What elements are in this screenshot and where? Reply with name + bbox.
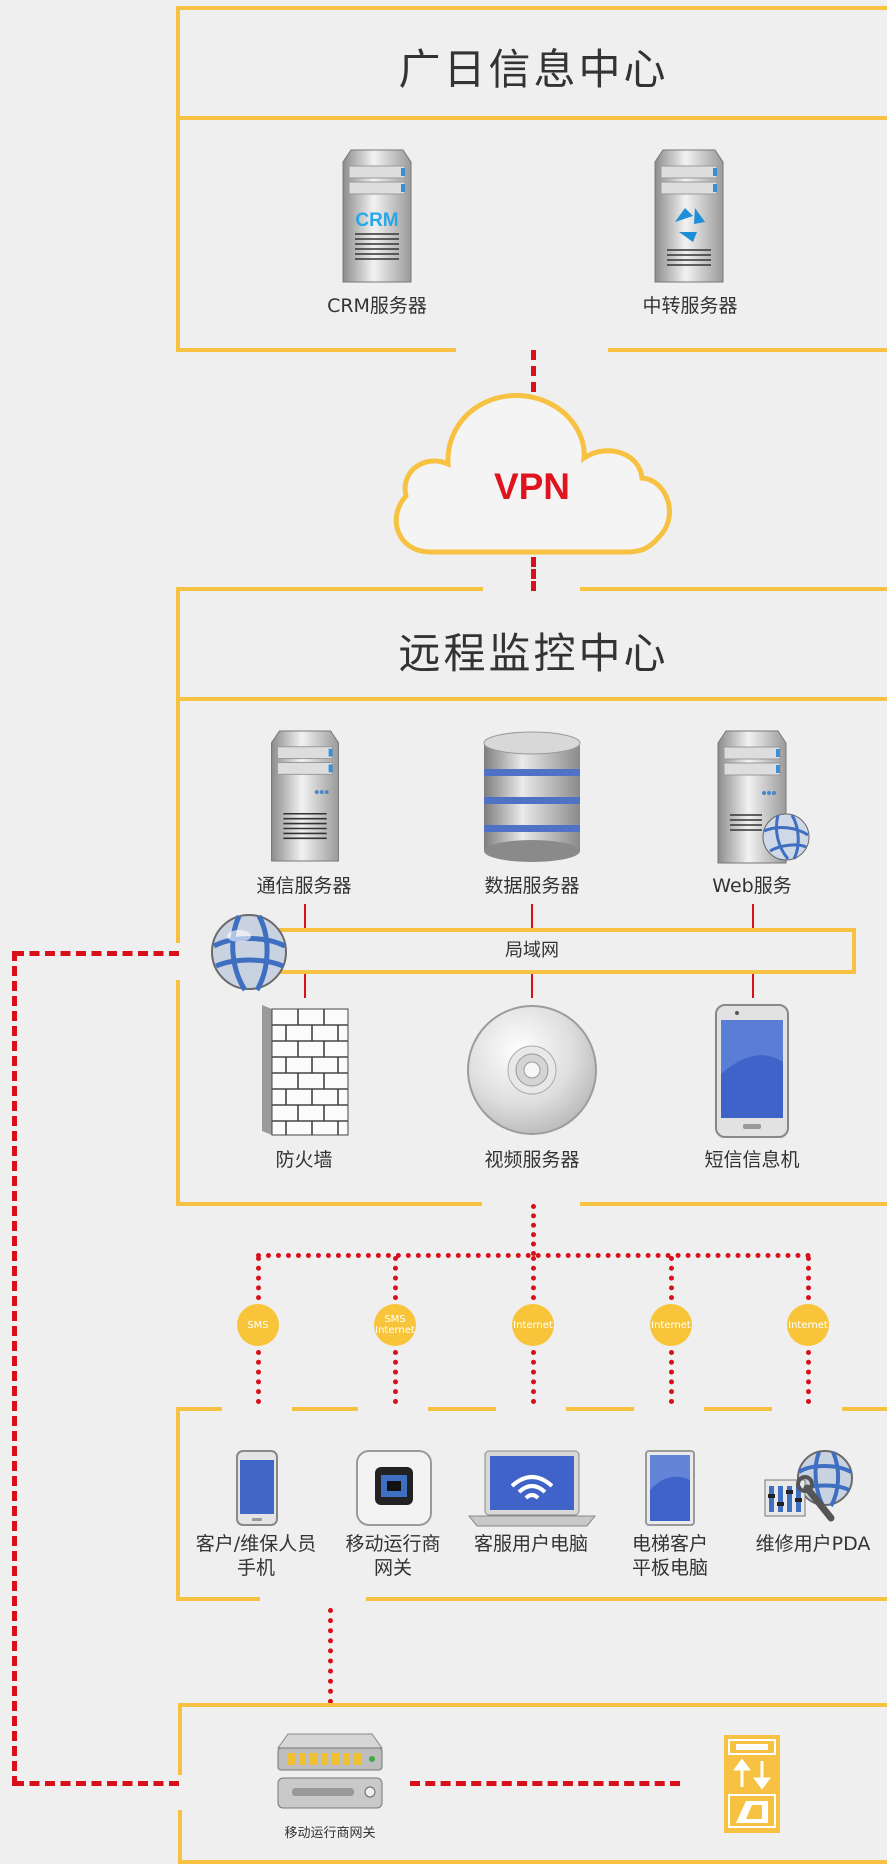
firewall-label: 防火墙 [275, 1149, 333, 1171]
guangri-box-bottom-left [176, 348, 456, 352]
crm-server-icon: CRM [342, 149, 412, 283]
relay-server-label: 中转服务器 [642, 295, 738, 317]
channel-badge-internet-2: Internet [650, 1304, 692, 1346]
remote-title-top-right [580, 587, 887, 591]
data-lan-link [531, 904, 533, 928]
bottom-box-bottom [178, 1860, 887, 1864]
remote-title-divider [176, 697, 887, 701]
lan-firewall-link [304, 974, 306, 998]
clients-box-top-3 [428, 1407, 496, 1411]
remote-box-bottom-left [176, 1202, 482, 1206]
relay-server-icon [654, 149, 724, 283]
left-loop-link [12, 951, 17, 1786]
clients-box-top-1 [176, 1407, 222, 1411]
lan-label: 局域网 [505, 940, 559, 961]
bottom-box-left-lower [178, 1810, 182, 1864]
sms-machine-phone-icon [715, 1004, 789, 1138]
lan-left-link [14, 951, 179, 956]
gateway-hardware-icon [277, 1733, 383, 1809]
channel-1-upper [256, 1256, 261, 1310]
lan-sms-link [752, 974, 754, 998]
channel-badge-sms: SMS [237, 1304, 279, 1346]
remote-box-bottom-right [580, 1202, 887, 1206]
clients-box-top-5 [704, 1407, 772, 1411]
remote-title-left-edge [176, 587, 180, 701]
pda-label: 维修用户PDA [755, 1533, 871, 1555]
channel-badge-internet-1: Internet [512, 1304, 554, 1346]
guangri-vpn-link [531, 350, 536, 392]
gateway-elevator-link [410, 1781, 680, 1786]
bottom-box-left-upper [178, 1703, 182, 1775]
channel-1-lower [256, 1350, 261, 1404]
channel-4-upper [669, 1256, 674, 1310]
guangri-box-left-edge [176, 116, 180, 352]
clients-box-bottom-right [366, 1597, 887, 1601]
clients-box-top-2 [292, 1407, 358, 1411]
comm-server-icon [271, 730, 339, 862]
network-globe-icon [211, 914, 287, 992]
channel-badge-internet-3: Internet [787, 1304, 829, 1346]
comm-lan-link [304, 904, 306, 928]
channel-5-lower [806, 1350, 811, 1404]
comm-server-label: 通信服务器 [256, 875, 352, 897]
firewall-icon [262, 1005, 349, 1136]
web-lan-link [752, 904, 754, 928]
remote-box-left-edge-lower [176, 980, 180, 1206]
gateway-down-link [328, 1608, 333, 1704]
client-phone-icon [236, 1450, 278, 1526]
gateway-label: 移动运行商网关 [345, 1533, 441, 1579]
crm-server-label: CRM服务器 [327, 295, 427, 317]
sms-machine-label: 短信信息机 [704, 1149, 800, 1171]
vpn-remote-link [531, 557, 536, 591]
tablet-icon [645, 1450, 695, 1526]
channel-5-upper [806, 1256, 811, 1310]
clients-box-top-6 [842, 1407, 887, 1411]
laptop-label: 客服用户电脑 [473, 1533, 588, 1555]
left-bottom-link [14, 1781, 179, 1786]
remote-box-left-edge-upper [176, 697, 180, 943]
channel-3-lower [531, 1350, 536, 1404]
laptop-wifi-icon [467, 1450, 597, 1527]
video-server-label: 视频服务器 [484, 1149, 580, 1171]
pda-tools-icon [764, 1450, 853, 1522]
vpn-label: VPN [493, 466, 571, 507]
elevator-panel-icon [724, 1735, 780, 1833]
gateway-port-icon [356, 1450, 432, 1526]
remote-center-title: 远程监控中心 [398, 629, 669, 678]
tablet-label: 电梯客户平板电脑 [631, 1533, 708, 1579]
channel-4-lower [669, 1350, 674, 1404]
guangri-center-title-box [176, 6, 887, 120]
channel-2-upper [393, 1256, 398, 1310]
vpn-cloud-icon [393, 393, 672, 555]
video-disc-icon [467, 1005, 597, 1135]
database-icon [483, 731, 581, 862]
remote-trunk-link [531, 1204, 536, 1256]
lan-video-link [531, 974, 533, 998]
clients-box-left-edge [176, 1407, 180, 1601]
client-phone-label: 客户/维保人员手机 [195, 1533, 317, 1579]
web-server-icon [717, 730, 810, 864]
bottom-box-top [178, 1703, 887, 1707]
bottom-gateway-label: 移动运行商网关 [284, 1826, 376, 1841]
web-server-label: Web服务 [712, 875, 792, 897]
clients-box-top-4 [566, 1407, 634, 1411]
guangri-center-title: 广日信息中心 [398, 45, 669, 94]
channel-3-upper [531, 1256, 536, 1310]
crm-badge-text: CRM [355, 210, 398, 231]
channel-bus [256, 1253, 811, 1258]
remote-title-top-left [176, 587, 483, 591]
clients-box-bottom-left [176, 1597, 260, 1601]
data-server-label: 数据服务器 [484, 875, 580, 897]
guangri-box-bottom-right [608, 348, 887, 352]
channel-2-lower [393, 1350, 398, 1404]
